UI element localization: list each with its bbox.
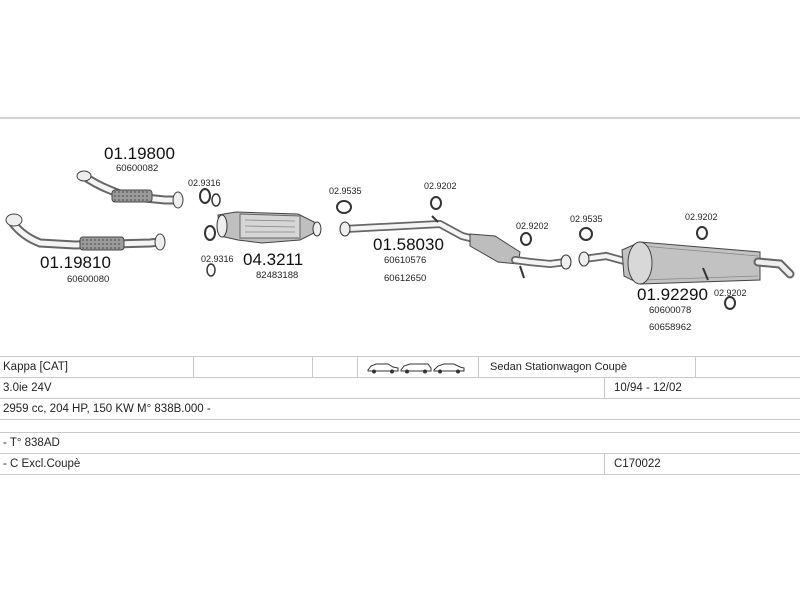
catalytic-converter xyxy=(216,211,322,244)
small-code-gasket-a: 02.9535 xyxy=(329,186,362,196)
part-ref-front-lower: 60600080 xyxy=(67,274,109,285)
spec-row-model: Kappa [CAT] Sedan Stationwagon Coupè xyxy=(0,356,800,378)
clamp-lower xyxy=(204,225,216,277)
top-divider xyxy=(0,117,800,119)
spec-row-details: 2959 cc, 204 HP, 150 KW M° 838B.000 - xyxy=(0,399,800,420)
clamp-upper xyxy=(199,188,221,207)
spec-row-engine: 3.0ie 24V 10/94 - 12/02 xyxy=(0,378,800,399)
small-code-hanger-d: 02.9202 xyxy=(714,288,747,298)
car-silhouette-icon xyxy=(367,363,465,374)
table-divider xyxy=(357,357,358,377)
hanger-d xyxy=(724,296,736,310)
body-types: Sedan Stationwagon Coupè xyxy=(490,361,627,373)
spec-row-exclusion: - C Excl.Coupè C170022 xyxy=(0,454,800,475)
engine: 3.0ie 24V xyxy=(3,382,52,394)
exhaust-diagram: 01.19800 60600082 01.19810 60600080 04.3… xyxy=(5,144,795,333)
type-code: - T° 838AD xyxy=(3,437,60,449)
front-pipe-lower xyxy=(5,213,166,251)
hanger-b xyxy=(520,232,532,246)
part-code-front-upper: 01.19800 xyxy=(104,144,175,163)
small-code-hanger-a: 02.9202 xyxy=(424,181,457,191)
car-body-icons xyxy=(366,359,466,379)
table-divider xyxy=(312,357,313,377)
table-divider xyxy=(604,454,605,474)
gasket-front xyxy=(336,200,352,214)
small-code-hanger-c: 02.9202 xyxy=(685,212,718,222)
spec-table: Kappa [CAT] Sedan Stationwagon Coupè 3.0… xyxy=(0,356,800,475)
spec-row-type: - T° 838AD xyxy=(0,433,800,454)
small-code-gasket-b: 02.9535 xyxy=(570,214,603,224)
table-divider xyxy=(193,357,194,377)
model-name: Kappa [CAT] xyxy=(3,361,68,373)
centre-silencer xyxy=(339,215,572,279)
small-code-hanger-b: 02.9202 xyxy=(516,221,549,231)
hanger-a xyxy=(430,196,442,210)
production-period: 10/94 - 12/02 xyxy=(614,382,682,394)
table-divider xyxy=(604,378,605,398)
part-ref-rear-1: 60600078 xyxy=(649,305,691,316)
catalog-number: C170022 xyxy=(614,458,661,470)
part-ref-rear-2: 60658962 xyxy=(649,322,691,333)
gasket-rear xyxy=(579,227,593,241)
exclusion-note: - C Excl.Coupè xyxy=(3,458,81,470)
part-code-centre: 01.58030 xyxy=(373,235,444,254)
part-ref-centre-2: 60612650 xyxy=(384,273,426,284)
part-ref-centre-1: 60610576 xyxy=(384,255,426,266)
engine-details: 2959 cc, 204 HP, 150 KW M° 838B.000 - xyxy=(3,403,211,415)
small-code-clamp-a: 02.9316 xyxy=(188,178,221,188)
table-divider xyxy=(478,357,479,377)
part-code-catalyst: 04.3211 xyxy=(243,250,303,269)
rear-silencer xyxy=(578,241,795,285)
part-code-rear: 01.92290 xyxy=(637,285,708,304)
front-pipe-upper xyxy=(76,170,184,209)
table-divider xyxy=(695,357,696,377)
spec-spacer xyxy=(0,420,800,433)
part-ref-front-upper: 60600082 xyxy=(116,163,158,174)
hanger-c xyxy=(696,226,708,240)
part-code-front-lower: 01.19810 xyxy=(40,253,111,272)
small-code-clamp-b: 02.9316 xyxy=(201,254,234,264)
part-ref-catalyst: 82483188 xyxy=(256,270,298,281)
